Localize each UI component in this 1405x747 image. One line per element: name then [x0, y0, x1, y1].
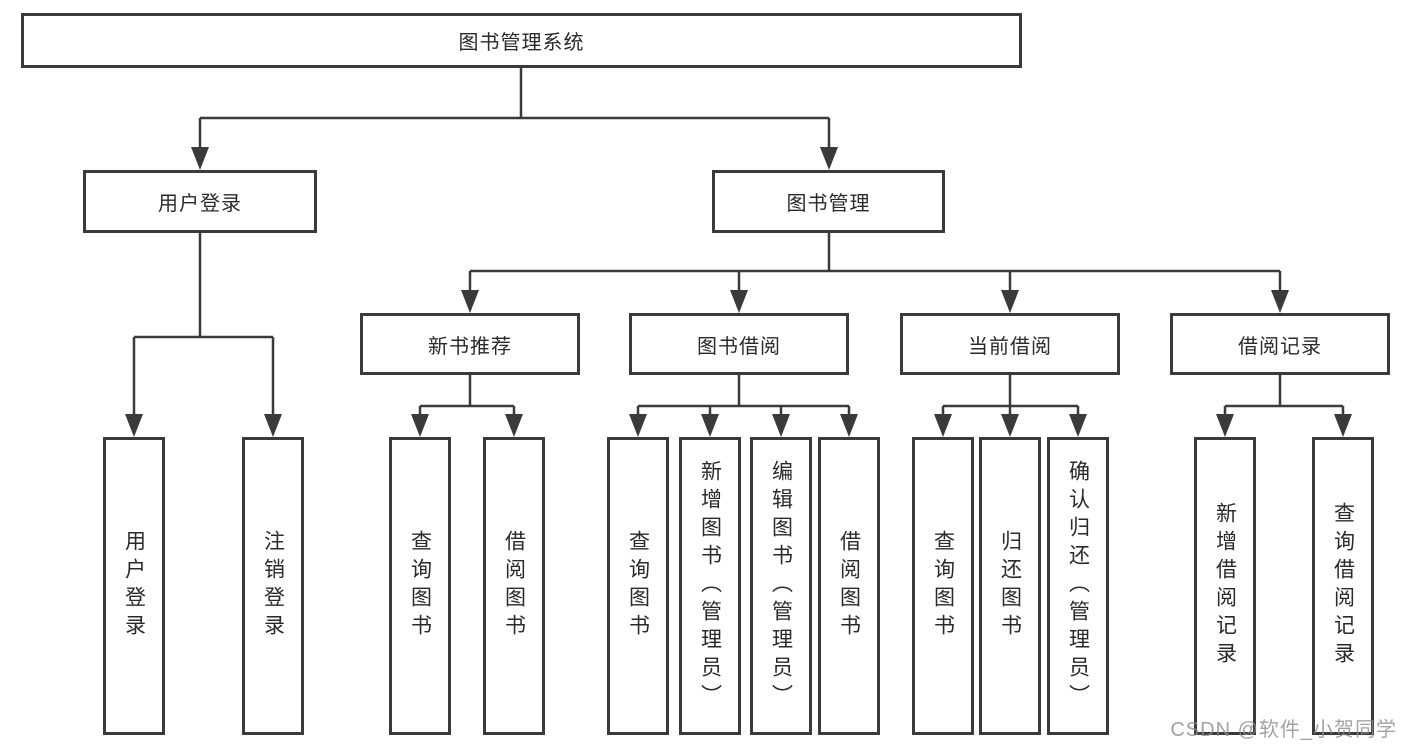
node-borrowing-records: 借阅记录 [1170, 313, 1390, 375]
node-label: 新书推荐 [428, 335, 512, 358]
node-library-management-system: 图书管理系统 [21, 13, 1022, 68]
leaf-logout: 注销登录 [242, 437, 304, 735]
leaf-label: 确认归还（管理员） [1066, 460, 1090, 712]
leaf-label: 注销登录 [261, 530, 285, 642]
leaf-label: 借阅图书 [502, 530, 526, 642]
leaf-add-borrow-record: 新增借阅记录 [1194, 437, 1256, 735]
leaf-confirm-return-admin: 确认归还（管理员） [1047, 437, 1109, 735]
leaf-borrow-books: 借阅图书 [818, 437, 880, 735]
leaf-label: 用户登录 [122, 530, 146, 642]
leaf-borrow-books-recommend: 借阅图书 [483, 437, 545, 735]
leaf-label: 查询图书 [931, 530, 955, 642]
node-label: 当前借阅 [968, 335, 1052, 358]
node-current-borrowing: 当前借阅 [900, 313, 1120, 375]
leaf-query-borrow-record: 查询借阅记录 [1312, 437, 1374, 735]
node-label: 借阅记录 [1238, 335, 1322, 358]
leaf-label: 查询图书 [408, 530, 432, 642]
leaf-label: 借阅图书 [837, 530, 861, 642]
arrowhead-icons [125, 147, 1352, 437]
node-book-management: 图书管理 [712, 170, 945, 233]
leaf-label: 新增借阅记录 [1213, 502, 1237, 670]
leaf-label: 新增图书（管理员） [698, 460, 722, 712]
leaf-label: 编辑图书（管理员） [769, 460, 793, 712]
csdn-watermark: CSDN @软件_小贺同学 [1170, 719, 1397, 741]
leaf-user-login: 用户登录 [103, 437, 165, 735]
node-book-borrowing: 图书借阅 [629, 313, 849, 375]
leaf-label: 查询借阅记录 [1331, 502, 1355, 670]
node-label: 图书借阅 [697, 335, 781, 358]
node-label: 图书管理系统 [458, 32, 585, 54]
node-label: 用户登录 [158, 193, 242, 215]
leaf-add-books-admin: 新增图书（管理员） [679, 437, 741, 735]
leaf-query-books-recommend: 查询图书 [389, 437, 451, 735]
node-label: 图书管理 [786, 193, 871, 215]
leaf-label: 归还图书 [998, 530, 1022, 642]
leaf-return-books: 归还图书 [979, 437, 1041, 735]
leaf-edit-books-admin: 编辑图书（管理员） [750, 437, 812, 735]
node-new-book-recommend: 新书推荐 [360, 313, 580, 375]
leaf-query-books-current: 查询图书 [912, 437, 974, 735]
leaf-label: 查询图书 [626, 530, 650, 642]
node-user-login: 用户登录 [83, 170, 317, 233]
leaf-query-books-borrowing: 查询图书 [607, 437, 669, 735]
